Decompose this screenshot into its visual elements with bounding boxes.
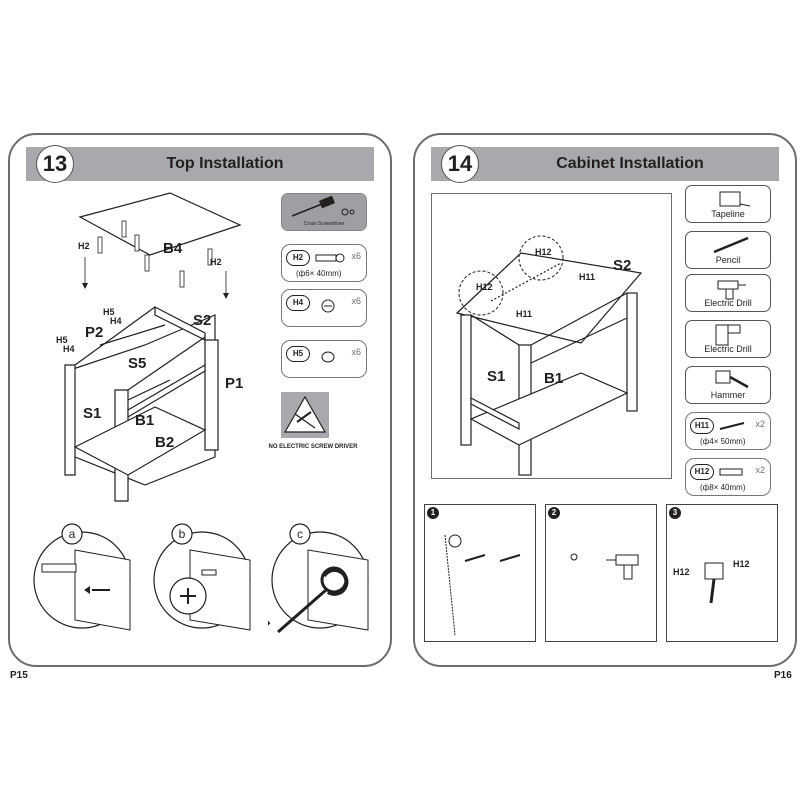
pencil-icon [713, 236, 749, 254]
detail-label-a: a [69, 527, 76, 541]
hardware-code: H5 [286, 346, 310, 362]
hardware-code: H2 [286, 250, 310, 266]
detail-label-c: c [297, 527, 303, 541]
tool-label: Pencil [715, 255, 741, 265]
label-P2: P2 [85, 324, 103, 341]
step-header: 13 Top Installation [26, 145, 374, 183]
step-header: 14 Cabinet Installation [431, 145, 779, 183]
tape-measure-icon [719, 191, 751, 207]
hardware-spec: (ф4× 50mm) [700, 437, 746, 446]
step-title: Cabinet Installation [556, 155, 704, 172]
hardware-qty: x2 [755, 419, 765, 429]
hardware-spec: (ф8× 40mm) [700, 483, 746, 492]
tool-box-hammer: Hammer [685, 366, 771, 404]
cabinet-frame [64, 306, 219, 502]
label-H2-right: H2 [210, 257, 222, 267]
screw-icon [719, 422, 745, 430]
label-P1: P1 [225, 375, 243, 392]
step-number: 13 [36, 145, 74, 183]
anchor-icon [719, 468, 743, 476]
label-H4-b: H4 [63, 344, 75, 354]
screwdriver-icon [291, 195, 355, 217]
hardware-box-H5: H5 x6 [281, 340, 367, 378]
tool-label: Electric Drill [704, 298, 752, 308]
label-S2: S2 [613, 257, 631, 274]
measure-mark-illustration [444, 534, 521, 636]
sub-step-number: 2 [548, 507, 560, 519]
hammer-icon [715, 370, 749, 389]
highlight-circle [458, 270, 504, 316]
cap-icon [321, 351, 335, 363]
label-H12-a: H12 [476, 282, 493, 292]
page-number: P16 [774, 670, 792, 681]
hardware-code: H12 [690, 464, 714, 480]
no-electric-screwdriver-icon [281, 392, 329, 438]
cross-screwdriver-box: Cross Screwdriver [281, 193, 367, 231]
warning-text: NO ELECTRIC SCREW DRIVER [268, 444, 358, 450]
hardware-qty: x6 [351, 347, 361, 357]
label-H12: H12 [733, 559, 750, 569]
label-H11-b: H11 [579, 272, 595, 282]
tool-label: Hammer [710, 390, 746, 400]
hardware-box-H12: H12 x2 (ф8× 40mm) [685, 458, 771, 496]
sub-step-panel-3: 3 H12 H12 [666, 504, 778, 642]
label-S2: S2 [193, 312, 211, 329]
detail-b: b [153, 523, 251, 631]
screw-icon [315, 253, 345, 263]
top-board [78, 192, 242, 256]
label-H4-a: H4 [110, 316, 122, 326]
tool-label: Tapeline [711, 209, 745, 219]
hardware-box-H4: H4 x6 [281, 289, 367, 327]
sub-step-panel-1: 1 [424, 504, 536, 642]
hardware-spec: (ф6× 40mm) [296, 269, 342, 278]
label-H12-b: H12 [535, 247, 552, 257]
hardware-box-H2: H2 x6 (ф6× 40mm) [281, 244, 367, 282]
label-S1: S1 [487, 368, 505, 385]
detail-c: c [268, 523, 369, 652]
label-B4: B4 [163, 240, 183, 257]
hardware-box-H11: H11 x2 (ф4× 50mm) [685, 412, 771, 450]
drill-hole-illustration [570, 553, 639, 580]
label-B1: B1 [544, 370, 563, 387]
label-B1: B1 [135, 412, 154, 429]
label-H12: H12 [673, 567, 690, 577]
hardware-qty: x6 [351, 296, 361, 306]
electric-drill-icon [715, 324, 741, 346]
page-number: P15 [10, 670, 28, 681]
highlight-circle [518, 235, 564, 281]
step-title: Top Installation [166, 155, 284, 172]
tool-box-pencil: Pencil [685, 231, 771, 269]
cam-lock-icon [321, 299, 335, 313]
tool-box-electric-drill-2: Electric Drill [685, 320, 771, 358]
sub-step-panel-2: 2 [545, 504, 657, 642]
tool-box-electric-drill: Electric Drill [685, 274, 771, 312]
label-S5: S5 [128, 355, 146, 372]
hammer-anchor-illustration: H12 H12 [673, 559, 750, 604]
electric-drill-icon [717, 280, 746, 300]
label-H2-left: H2 [78, 241, 90, 251]
hardware-qty: x2 [755, 465, 765, 475]
label-S1: S1 [83, 405, 101, 422]
tool-box-tapeline: Tapeline [685, 185, 771, 223]
sub-step-number: 1 [427, 507, 439, 519]
cabinet-body [455, 252, 643, 476]
label-H5-b: H5 [56, 335, 68, 345]
step-number: 14 [441, 145, 479, 183]
detail-label-b: b [179, 527, 186, 541]
label-H5-a: H5 [103, 307, 115, 317]
hardware-code: H4 [286, 295, 310, 311]
detail-a: a [33, 523, 131, 631]
dowels [97, 220, 213, 288]
cabinet-installation-diagram: H12 H12 H11 H11 S2 S1 B1 [455, 235, 643, 476]
hardware-qty: x6 [351, 251, 361, 261]
top-installation-diagram: B4 H2 H2 P2 S2 S5 P1 S1 B1 B2 H5 H4 H5 H… [56, 192, 243, 502]
label-B2: B2 [155, 434, 174, 451]
hardware-code: H11 [690, 418, 714, 434]
tool-label: Electric Drill [704, 344, 752, 354]
sub-step-number: 3 [669, 507, 681, 519]
tool-label: Cross Screwdriver [303, 221, 345, 227]
label-H11-a: H11 [516, 309, 532, 319]
